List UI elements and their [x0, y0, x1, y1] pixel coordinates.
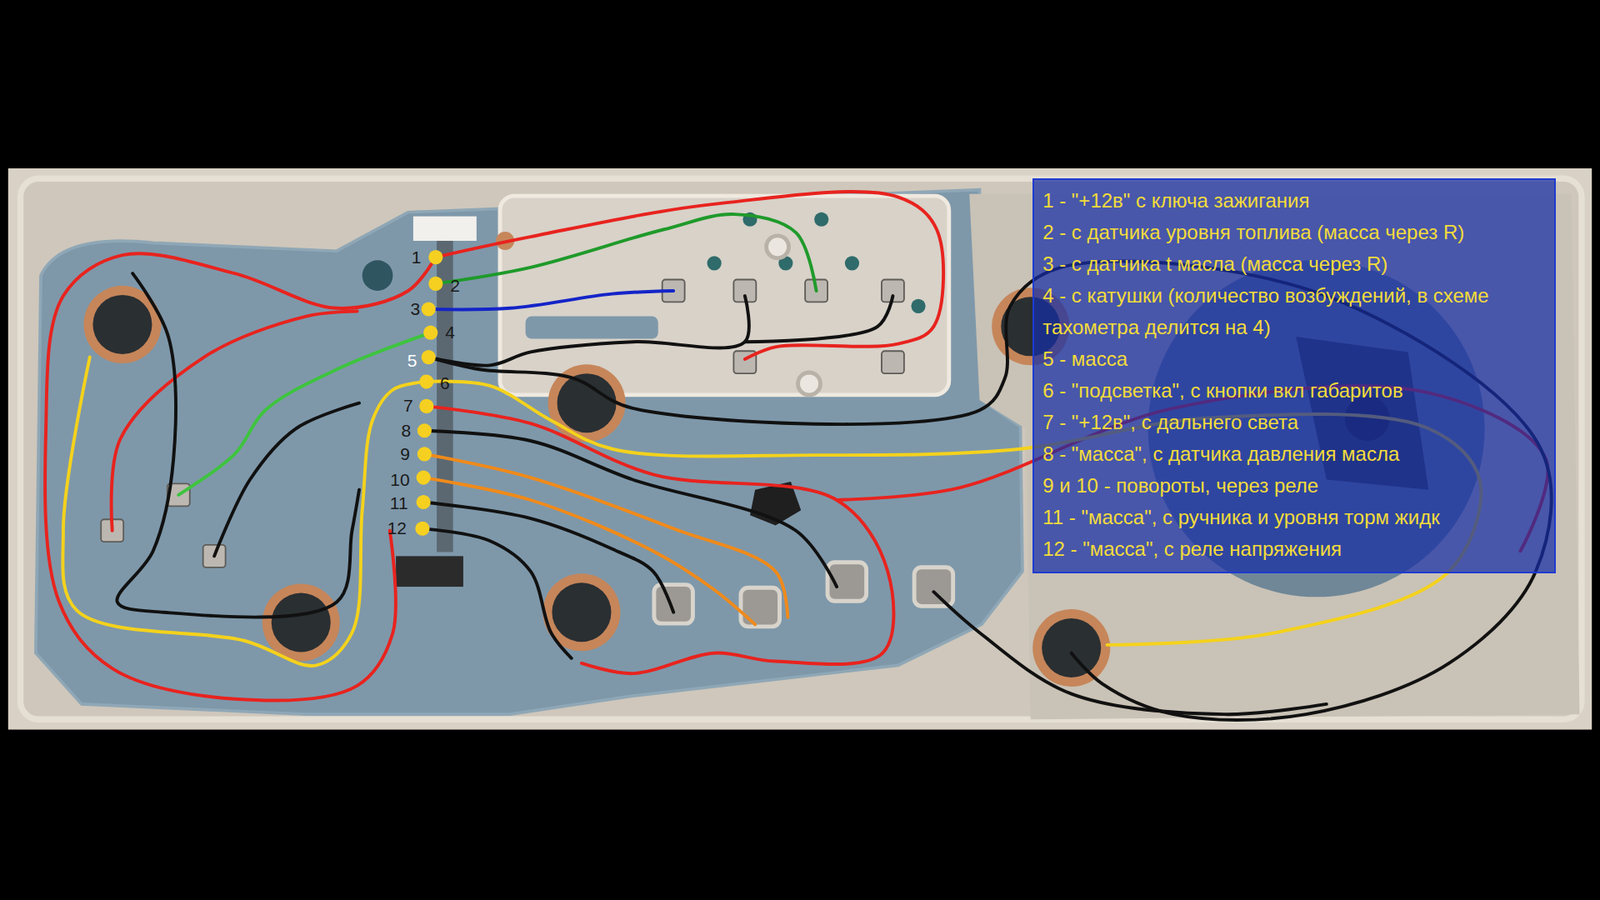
wire: [423, 477, 755, 625]
wire: [214, 403, 360, 557]
mount-hole: [910, 299, 925, 314]
wire: [426, 405, 895, 674]
legend-panel: 1 - "+12в" с ключа зажигания2 - с датчик…: [1032, 178, 1556, 574]
circuit-film: [35, 190, 1023, 715]
pin-number: 11: [390, 494, 409, 513]
socket-rim: [1032, 609, 1110, 687]
mount-hole: [814, 212, 829, 227]
pin-number: 7: [403, 396, 414, 415]
wire: [933, 591, 1326, 715]
legend-line: 2 - с датчика уровня топлива (масса чере…: [1042, 216, 1545, 249]
legend-line: 9 и 10 - повороты, через реле: [1042, 470, 1545, 502]
wire: [62, 357, 427, 666]
pin-number: 6: [440, 374, 450, 393]
pin-dot: [417, 446, 432, 461]
socket-hole: [271, 592, 331, 652]
wire: [423, 501, 674, 612]
pin-dot: [421, 301, 436, 316]
pin-number: 5: [407, 351, 418, 370]
post: [798, 372, 821, 395]
wire: [435, 191, 944, 360]
contact-pin: [881, 350, 905, 374]
pin-dots: [415, 250, 443, 536]
pin-number: 2: [450, 276, 460, 295]
legend-line: 11 - "масса", с ручника и уровня торм жи…: [1042, 501, 1545, 534]
housing-inner: [20, 178, 1581, 720]
pin-number: 12: [387, 519, 407, 538]
post: [766, 235, 790, 259]
wires: [45, 191, 1552, 720]
mount-hole: [845, 255, 860, 270]
pin-number: 8: [401, 421, 412, 440]
connector-bottom: [395, 555, 464, 587]
lamp-holder: [740, 587, 780, 627]
pin-dot: [419, 374, 434, 389]
mount-hole: [707, 255, 722, 270]
pin-number: 1: [411, 248, 422, 267]
legend-line: 6 - "подсветка", с кнопки вкл габаритов: [1042, 375, 1545, 407]
pin-dot: [415, 521, 430, 536]
pin-number: 9: [400, 445, 410, 464]
pin-dot: [417, 423, 432, 438]
pin-dot: [423, 325, 438, 340]
socket-hole: [551, 582, 611, 642]
posts: [766, 235, 821, 395]
socket-rim: [262, 583, 340, 661]
legend-line: 1 - "+12в" с ключа зажигания: [1042, 185, 1545, 217]
legend-line: 12 - "масса", с реле напряжения: [1042, 533, 1545, 565]
legend-line: 3 - с датчика t масла (масса через R): [1042, 248, 1545, 280]
pin-dot: [419, 399, 434, 414]
pin-dot: [416, 495, 431, 510]
housing: [8, 168, 1592, 730]
pin-dot: [428, 276, 443, 291]
wire: [435, 214, 817, 291]
lamp-holder: [654, 585, 694, 625]
legend-line: 4 - с катушки (количество возбуждений, в…: [1042, 280, 1545, 344]
wire: [45, 253, 436, 700]
wire: [111, 310, 358, 530]
pin-number: 4: [445, 323, 455, 342]
connector-top: [413, 216, 477, 241]
wire: [428, 295, 750, 365]
legend-line: 5 - масса: [1042, 343, 1545, 375]
wire: [428, 290, 674, 310]
gauge-mount: [500, 195, 950, 395]
lamp-holder: [914, 567, 954, 607]
lamps: [654, 562, 954, 627]
pin-number: 3: [410, 300, 421, 319]
wire: [745, 295, 894, 342]
bulb-sockets: [83, 285, 1110, 687]
wire: [116, 273, 360, 617]
pin-dot: [421, 350, 436, 365]
mount-slot: [525, 316, 659, 340]
legend-line: 8 - "масса", с датчика давления масла: [1042, 438, 1545, 470]
wire: [178, 332, 430, 495]
small-hole: [362, 260, 394, 291]
pin-number: 10: [390, 470, 410, 490]
wire: [422, 528, 572, 659]
wire: [424, 454, 788, 618]
pin-dot: [428, 250, 443, 265]
socket-hole: [92, 295, 152, 355]
legend-line: 7 - "+12в", с дальнего света: [1042, 406, 1545, 439]
socket-hole: [1041, 618, 1101, 678]
pin-dot: [416, 470, 431, 485]
